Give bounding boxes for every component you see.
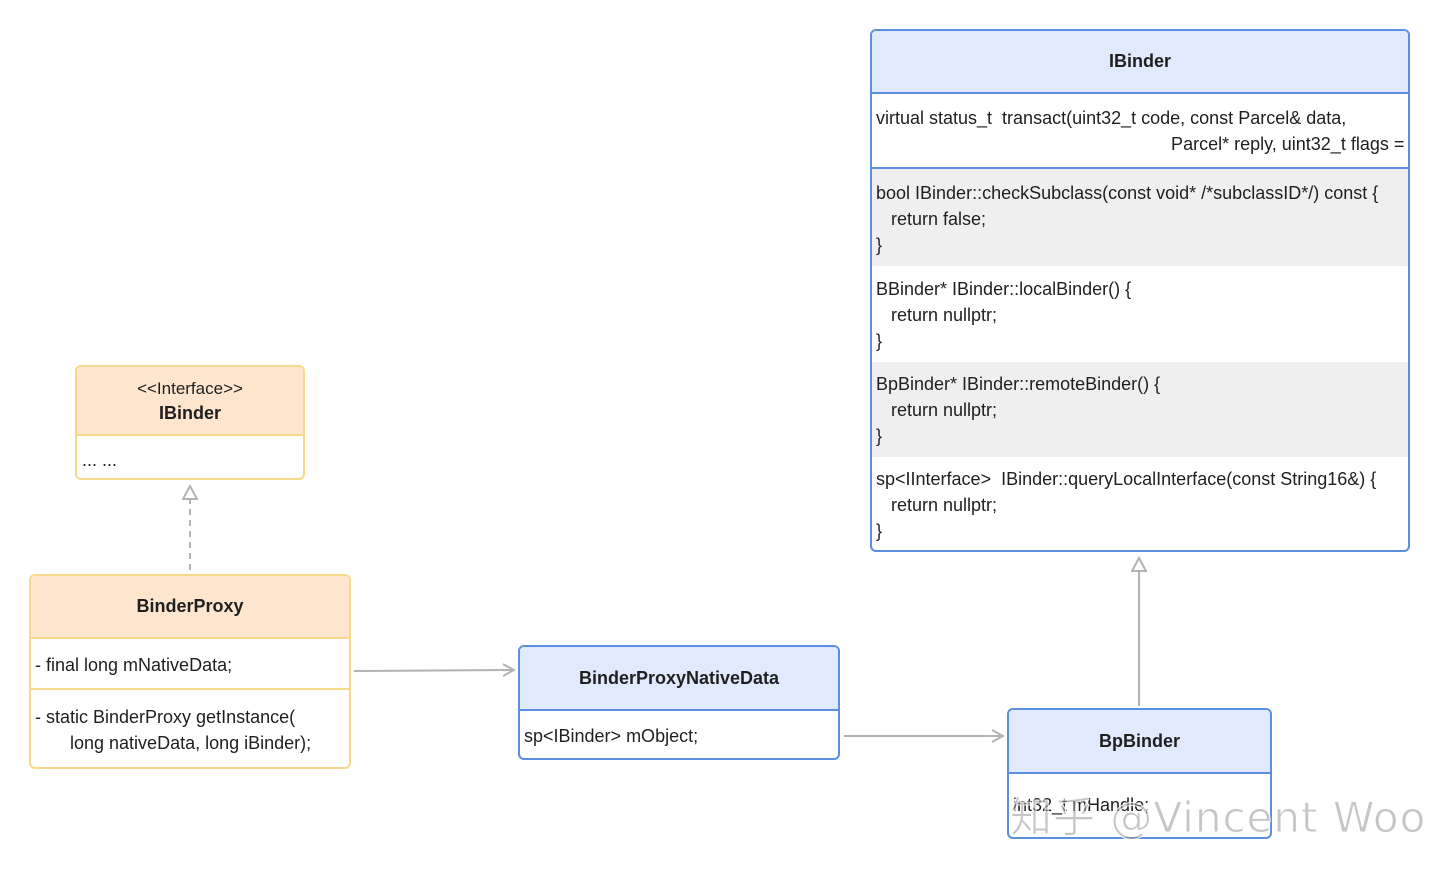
bpbinder-box: BpBinder int32_t mHandle;: [1007, 708, 1272, 839]
bpbinder-header: BpBinder: [1009, 710, 1270, 774]
local-binder-method: BBinder* IBinder::localBinder() { return…: [876, 279, 1132, 351]
bpbinder-title: BpBinder: [1099, 730, 1180, 751]
ibinder-class-header: IBinder: [872, 31, 1408, 94]
binderproxynativedata-header: BinderProxyNativeData: [520, 647, 838, 711]
binderproxy-title: BinderProxy: [136, 596, 244, 616]
ibinder-interface-header: <<Interface>> IBinder: [77, 367, 303, 436]
transact-method: virtual status_t transact(uint32_t code,…: [872, 94, 1408, 169]
ibinder-class-title: IBinder: [1108, 51, 1171, 71]
ibinder-interface-body: ... ...: [82, 450, 118, 470]
interface-stereotype: <<Interface>>: [137, 378, 243, 398]
binderproxy-header: BinderProxy: [31, 576, 349, 639]
ibinder-interface-box: <<Interface>> IBinder ... ...: [75, 365, 305, 480]
association-arrow-proxy-to-nativedata: [353, 670, 514, 671]
watermark-text: 知乎 @Vincent Woo: [1009, 793, 1427, 843]
binderproxynativedata-field: sp<IBinder> mObject;: [524, 726, 699, 746]
binderproxy-field: - final long mNativeData;: [31, 639, 349, 690]
binderproxy-getinstance-method: - static BinderProxy getInstance( long n…: [35, 707, 312, 753]
check-subclass-method: bool IBinder::checkSubclass(const void* …: [872, 169, 1408, 266]
binderproxynativedata-box: BinderProxyNativeData sp<IBinder> mObjec…: [518, 645, 840, 760]
remote-binder-method: BpBinder* IBinder::remoteBinder() { retu…: [872, 362, 1408, 457]
ibinder-interface-title: IBinder: [158, 402, 221, 423]
bpbinder-field: int32_t mHandle;: [1013, 795, 1150, 815]
binderproxynativedata-title: BinderProxyNativeData: [578, 667, 780, 688]
ibinder-class-box: IBinder virtual status_t transact(uint32…: [870, 29, 1410, 552]
query-local-interface-method: sp<IInterface> IBinder::queryLocalInterf…: [876, 469, 1377, 541]
binderproxy-box: BinderProxy - final long mNativeData; - …: [29, 574, 351, 769]
